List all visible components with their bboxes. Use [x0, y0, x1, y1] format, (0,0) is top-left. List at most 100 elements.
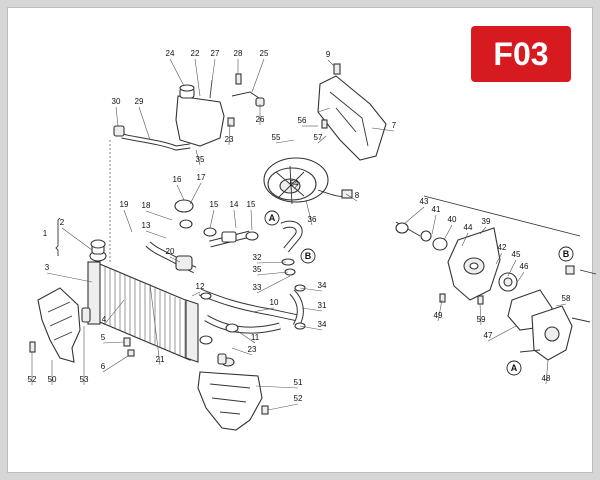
leader-5	[102, 341, 125, 344]
reference-b-1: B	[300, 248, 316, 264]
callout-28: 28	[234, 49, 243, 58]
callout-15: 15	[210, 200, 219, 209]
leader-35	[256, 271, 289, 276]
callout-27: 27	[211, 49, 220, 58]
callout-11: 11	[251, 333, 260, 342]
leader-16	[176, 184, 185, 201]
leader-7	[371, 127, 395, 132]
callout-50: 50	[48, 375, 57, 384]
callout-14: 14	[230, 200, 239, 209]
callout-18: 18	[142, 201, 151, 210]
cooling-fan	[263, 157, 353, 205]
leader-49	[437, 299, 443, 322]
leader-32	[256, 261, 287, 264]
callout-53: 53	[80, 375, 89, 384]
callout-55: 55	[272, 133, 281, 142]
leader-11	[235, 329, 256, 344]
callout-7: 7	[392, 121, 397, 130]
leader-58	[555, 303, 567, 307]
leader-20	[169, 256, 181, 263]
leader-2	[61, 227, 93, 251]
callout-12: 12	[196, 282, 205, 291]
leader-23	[228, 123, 231, 146]
reference-a-1: A	[264, 210, 280, 226]
callout-10: 10	[270, 298, 279, 307]
callout-56: 56	[298, 116, 307, 125]
svg-text:B: B	[305, 251, 312, 261]
callout-39: 39	[482, 217, 491, 226]
leader-9	[327, 59, 335, 67]
callout-31: 31	[318, 301, 327, 310]
callout-34-2: 34	[318, 320, 327, 329]
callout-9: 9	[326, 50, 331, 59]
callout-33: 33	[253, 283, 262, 292]
callout-57: 57	[314, 133, 323, 142]
water-pump	[395, 221, 591, 361]
callout-26: 26	[256, 115, 265, 124]
callout-49: 49	[434, 311, 443, 320]
leader-3	[46, 272, 93, 283]
callout-22: 22	[191, 49, 200, 58]
leader-19	[123, 209, 133, 233]
callout-44: 44	[464, 223, 473, 232]
callout-4: 4	[102, 315, 107, 324]
leader-55	[275, 139, 295, 144]
callout-35-2: 35	[253, 265, 262, 274]
svg-text:A: A	[511, 363, 518, 373]
fan-shroud	[317, 63, 387, 161]
callout-29: 29	[135, 97, 144, 106]
callout-15-2: 15	[247, 200, 256, 209]
lower-cover	[197, 357, 269, 431]
callout-52-2: 52	[294, 394, 303, 403]
expansion-tank	[113, 73, 265, 147]
leader-57	[317, 135, 327, 144]
reference-a-2: A	[506, 360, 522, 376]
callout-19: 19	[120, 200, 129, 209]
callout-35: 35	[196, 155, 205, 164]
leader-36	[305, 199, 313, 226]
svg-text:B: B	[563, 249, 570, 259]
callout-36: 36	[308, 215, 317, 224]
callout-40: 40	[448, 215, 457, 224]
callout-2: 2	[60, 218, 65, 227]
leader-59	[479, 303, 482, 326]
callout-51: 51	[294, 378, 303, 387]
leader-40	[443, 224, 453, 241]
callout-54: 54	[290, 179, 299, 188]
leader-41	[431, 214, 437, 235]
callout-41: 41	[432, 205, 441, 214]
callout-23-2: 23	[248, 345, 257, 354]
leader-15	[209, 209, 215, 229]
leader-34	[299, 287, 323, 292]
radiator	[87, 239, 199, 363]
leader-lines	[31, 58, 567, 411]
callout-6: 6	[101, 362, 106, 371]
leader-24	[169, 58, 185, 87]
guide-lines	[55, 107, 597, 275]
leader-15	[250, 209, 253, 231]
callout-47: 47	[484, 331, 493, 340]
leader-12	[191, 291, 201, 297]
callout-34: 34	[318, 281, 327, 290]
callout-24: 24	[166, 49, 175, 58]
leader-47	[487, 325, 517, 342]
leader-44	[461, 232, 469, 247]
leader-33	[256, 275, 291, 294]
leader-45	[507, 259, 517, 277]
callout-21: 21	[156, 355, 165, 364]
callout-13: 13	[142, 221, 151, 230]
leader-27	[209, 58, 216, 97]
leader-25	[251, 58, 265, 93]
reference-b-2: B	[558, 246, 574, 262]
leader-43	[403, 206, 425, 225]
page-code-badge: F03	[471, 26, 571, 82]
callout-45: 45	[512, 250, 521, 259]
leader-14	[233, 209, 237, 229]
leader-34	[299, 325, 323, 331]
leader-39	[479, 226, 487, 235]
callout-16: 16	[173, 175, 182, 184]
leader-31	[301, 307, 323, 312]
callout-3: 3	[45, 263, 50, 272]
